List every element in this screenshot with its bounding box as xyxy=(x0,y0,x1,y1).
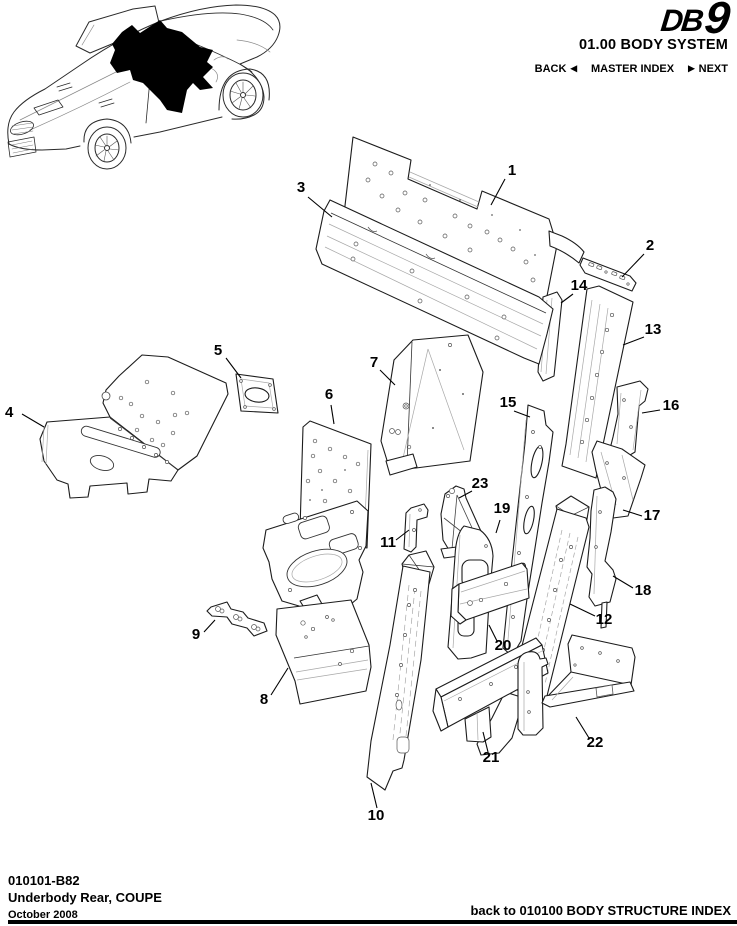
header-nav: BACK ◀ MASTER INDEX ▶ NEXT xyxy=(535,63,728,75)
part-5-drawing xyxy=(235,373,279,414)
part-7-drawing xyxy=(380,334,484,476)
doc-title: Underbody Rear, COUPE xyxy=(8,890,162,905)
callout-17: 17 xyxy=(622,507,661,524)
windshield xyxy=(75,5,162,54)
part-3-drawing xyxy=(315,199,554,365)
callout-6: 6 xyxy=(325,386,335,425)
svg-text:13: 13 xyxy=(645,321,662,338)
part-16-drawing xyxy=(609,380,649,459)
nav-next-link[interactable]: NEXT xyxy=(698,63,728,75)
car-location-thumbnail xyxy=(7,4,281,170)
callouts-group: 1 2 3 4 5 6 7 8 9 10 11 12 13 14 15 16 1… xyxy=(5,162,679,824)
part-21-drawing xyxy=(432,637,549,743)
svg-text:19: 19 xyxy=(494,500,511,517)
svg-text:7: 7 xyxy=(370,354,378,371)
front-wheel-arch xyxy=(83,118,132,144)
callout-23: 23 xyxy=(458,475,489,499)
front-wheel xyxy=(87,126,127,170)
svg-text:8: 8 xyxy=(260,691,268,708)
page-title: 01.00 BODY SYSTEM xyxy=(579,37,728,53)
svg-text:18: 18 xyxy=(635,582,652,599)
callout-8: 8 xyxy=(260,667,289,708)
footer-info: 010101-B82 Underbody Rear, COUPE October… xyxy=(8,873,162,921)
svg-text:12: 12 xyxy=(596,611,613,628)
svg-text:23: 23 xyxy=(472,475,489,492)
part-13-drawing xyxy=(561,285,634,479)
callout-9: 9 xyxy=(192,619,216,643)
doc-number: 010101-B82 xyxy=(8,873,80,888)
part-8-drawing xyxy=(275,594,372,705)
callout-1: 1 xyxy=(490,162,516,206)
svg-text:10: 10 xyxy=(368,807,385,824)
callout-2: 2 xyxy=(621,237,654,278)
db9-logo-db: DB xyxy=(659,3,704,39)
callout-3: 3 xyxy=(297,179,333,218)
rear-wheel xyxy=(222,72,264,118)
hood-vent xyxy=(56,82,115,108)
callout-10: 10 xyxy=(368,782,385,824)
part-2-drawing xyxy=(579,257,637,292)
callout-5: 5 xyxy=(214,342,242,379)
part-10-drawing xyxy=(366,550,435,791)
callout-13: 13 xyxy=(622,321,662,346)
callout-7: 7 xyxy=(370,354,396,386)
callout-12: 12 xyxy=(569,603,613,628)
part-4-drawing xyxy=(39,354,229,499)
svg-text:15: 15 xyxy=(500,394,517,411)
svg-text:4: 4 xyxy=(5,404,14,421)
hood-crease xyxy=(19,69,121,121)
callout-22: 22 xyxy=(575,716,604,751)
callout-16: 16 xyxy=(641,397,680,414)
nav-master-index-link[interactable]: MASTER INDEX xyxy=(590,63,675,75)
part-11-drawing xyxy=(403,503,429,553)
svg-text:2: 2 xyxy=(646,237,654,254)
svg-text:22: 22 xyxy=(587,734,604,751)
svg-text:17: 17 xyxy=(644,507,661,524)
part-6-drawing xyxy=(262,420,372,624)
grille xyxy=(10,120,34,136)
svg-text:16: 16 xyxy=(663,397,680,414)
footer-rule xyxy=(8,919,737,924)
part-20-drawing xyxy=(450,562,530,625)
next-arrow-icon[interactable]: ▶ xyxy=(688,63,695,73)
part-9-drawing xyxy=(206,601,268,637)
callout-11: 11 xyxy=(380,529,410,551)
part-18-drawing xyxy=(586,486,617,629)
svg-text:11: 11 xyxy=(380,534,396,551)
db9-logo-nine: 9 xyxy=(702,0,732,43)
callout-19: 19 xyxy=(494,500,511,534)
svg-text:5: 5 xyxy=(214,342,222,359)
part-22-drawing xyxy=(541,634,636,708)
callout-4: 4 xyxy=(5,404,45,428)
back-arrow-icon[interactable]: ◀ xyxy=(570,63,577,73)
svg-text:1: 1 xyxy=(508,162,516,179)
rear-deck-line xyxy=(160,12,274,31)
callout-20: 20 xyxy=(488,624,512,654)
parts-group xyxy=(39,136,649,791)
callout-21: 21 xyxy=(482,731,500,766)
callout-14: 14 xyxy=(560,277,588,304)
svg-text:14: 14 xyxy=(571,277,588,294)
svg-text:6: 6 xyxy=(325,386,333,403)
headlight xyxy=(33,99,64,116)
nav-back-link[interactable]: BACK xyxy=(534,63,567,75)
svg-text:21: 21 xyxy=(483,749,500,766)
callout-15: 15 xyxy=(500,394,531,418)
svg-text:20: 20 xyxy=(495,637,512,654)
license-plate xyxy=(7,136,37,158)
body-structure-index-link[interactable]: back to 010100 BODY STRUCTURE INDEX xyxy=(470,903,731,918)
callout-18: 18 xyxy=(612,575,652,599)
svg-text:9: 9 xyxy=(192,626,200,643)
db9-logo: DB 9 xyxy=(659,0,732,43)
rear-wheel-arch xyxy=(218,68,270,111)
doc-date: October 2008 xyxy=(8,909,78,921)
part-location-highlight xyxy=(110,20,213,113)
svg-text:3: 3 xyxy=(297,179,305,196)
car-body-outline xyxy=(7,4,281,145)
